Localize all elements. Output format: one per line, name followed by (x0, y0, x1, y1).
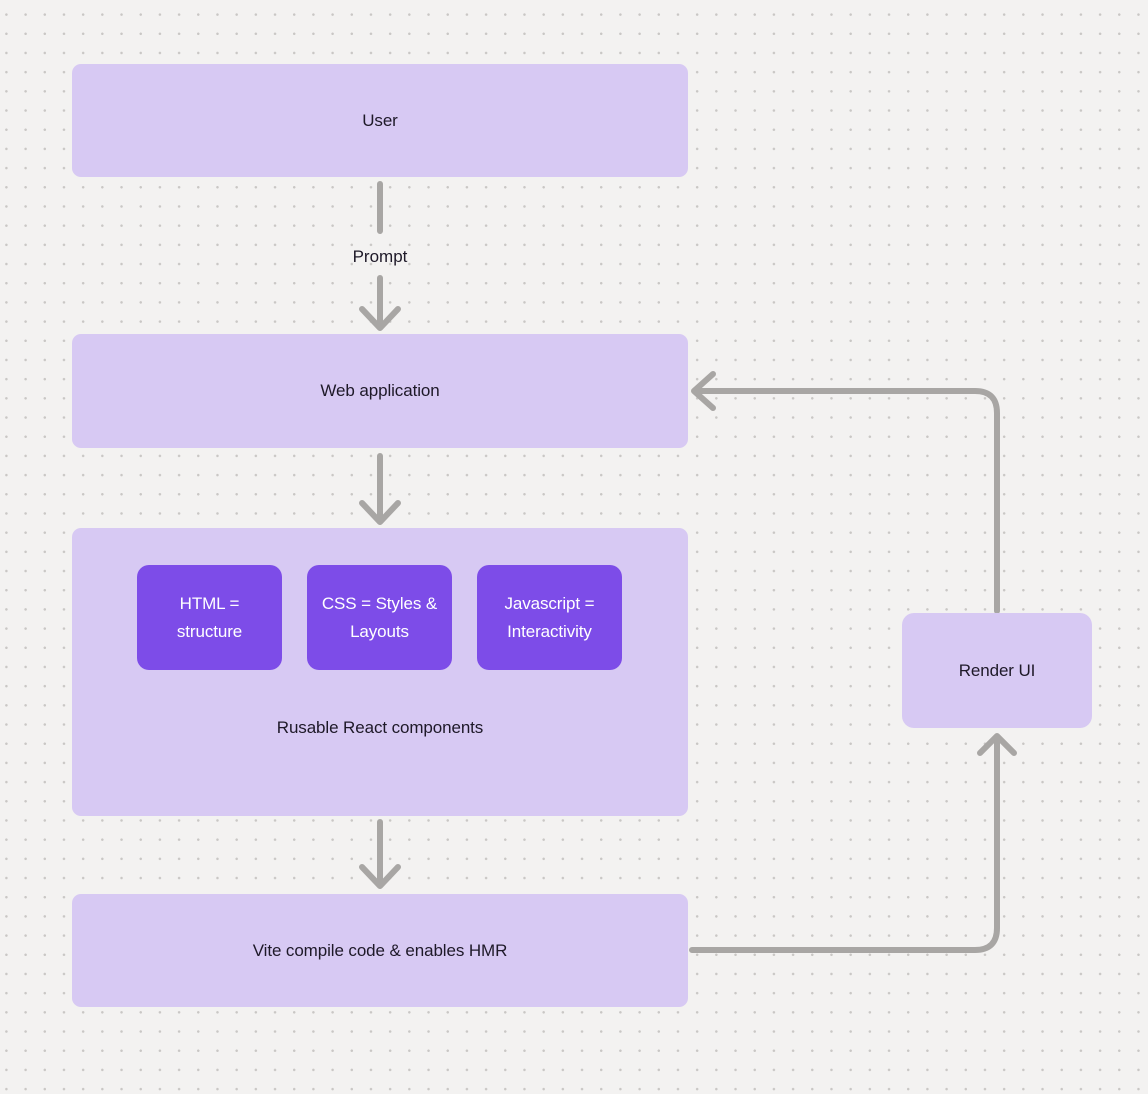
edge-components-to-vite-arrowhead-icon (359, 864, 401, 889)
edge-label-prompt: Prompt (352, 247, 408, 266)
edge-render-to-webapp-arrowhead-icon (691, 371, 716, 411)
node-render-ui-label: Render UI (958, 660, 1036, 680)
chip-javascript-label: Javascript = Interactivity (504, 593, 595, 641)
edge-render-to-webapp-line (698, 388, 1000, 614)
chip-html: HTML = structure (137, 565, 282, 670)
chip-css: CSS = Styles & Layouts (307, 565, 452, 670)
chip-css-label: CSS = Styles & Layouts (321, 593, 438, 641)
node-user-label: User (362, 110, 398, 130)
chip-javascript: Javascript = Interactivity (477, 565, 622, 670)
node-web-application: Web application (72, 334, 688, 448)
edge-webapp-to-components-arrowhead-icon (359, 500, 401, 525)
edge-vite-to-render-arrowhead-icon (977, 733, 1017, 756)
edge-prompt-arrowhead-icon (359, 306, 401, 331)
node-user: User (72, 64, 688, 177)
node-vite: Vite compile code & enables HMR (72, 894, 688, 1007)
node-render-ui: Render UI (902, 613, 1092, 728)
edge-vite-to-render-line (689, 739, 1000, 953)
node-vite-label: Vite compile code & enables HMR (252, 940, 508, 960)
node-components-container: HTML = structure CSS = Styles & Layouts … (72, 528, 688, 816)
node-web-application-label: Web application (320, 381, 440, 400)
components-caption: Rusable React components (276, 718, 484, 737)
chip-html-label: HTML = structure (176, 593, 243, 641)
